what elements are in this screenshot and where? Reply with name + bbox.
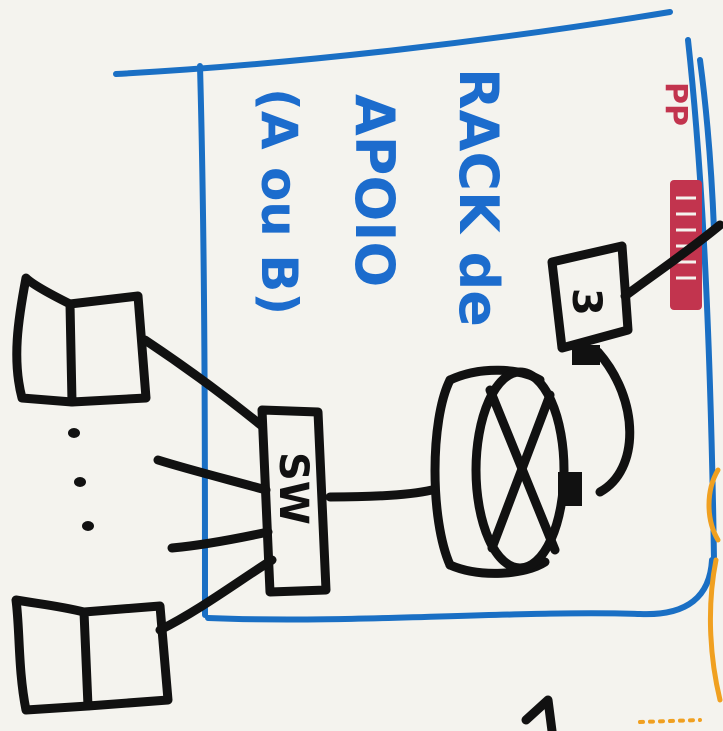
router (430, 365, 582, 578)
link-lower (167, 527, 273, 553)
margin-fragments (521, 467, 723, 731)
workstations (11, 273, 277, 715)
link-top-workstation (140, 335, 267, 431)
device-3-label: 3 (563, 288, 609, 316)
switch-label: SW (270, 452, 316, 525)
link-bottom-workstation (155, 555, 277, 635)
device-3-connector (572, 345, 600, 365)
rack-title: RACK de APOIO (A ou B) (250, 68, 510, 327)
cable-switch-router (325, 485, 437, 502)
switch: SW (257, 405, 437, 597)
device-3-box (547, 241, 633, 353)
device-3: 3 (547, 220, 723, 497)
rack-title-line1: RACK de (447, 68, 510, 327)
ellipsis-dots (68, 428, 94, 531)
rack-title-line3: (A ou B) (250, 88, 308, 315)
workstation-bottom (11, 595, 173, 715)
workstation-top (12, 273, 151, 407)
cable-device3-patchpanel (620, 220, 723, 301)
link-middle (153, 455, 271, 495)
patch-panel-label: PP (658, 82, 693, 126)
rack-title-line2: APOIO (343, 94, 406, 287)
cable-device3-router (593, 347, 635, 497)
router-connector (558, 472, 582, 506)
